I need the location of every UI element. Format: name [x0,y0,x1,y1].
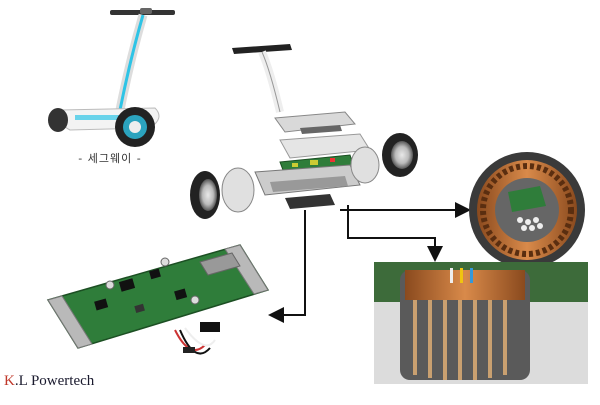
segway-exploded-image [190,44,418,219]
arrow-to-pcb [268,210,306,323]
segway-complete-image [48,8,175,147]
brand-initial: K [4,373,15,389]
motor-stator-top-image [469,152,585,268]
brand-name: .L Powertech [14,373,95,389]
segway-caption: - 세그웨이 - [78,152,142,165]
company-logo: K.L Powertech [4,373,94,390]
arrow-to-motor-side [347,205,443,262]
motor-stator-side-image [374,262,588,384]
controller-pcb-image [46,244,270,355]
connector-lines [268,202,471,323]
